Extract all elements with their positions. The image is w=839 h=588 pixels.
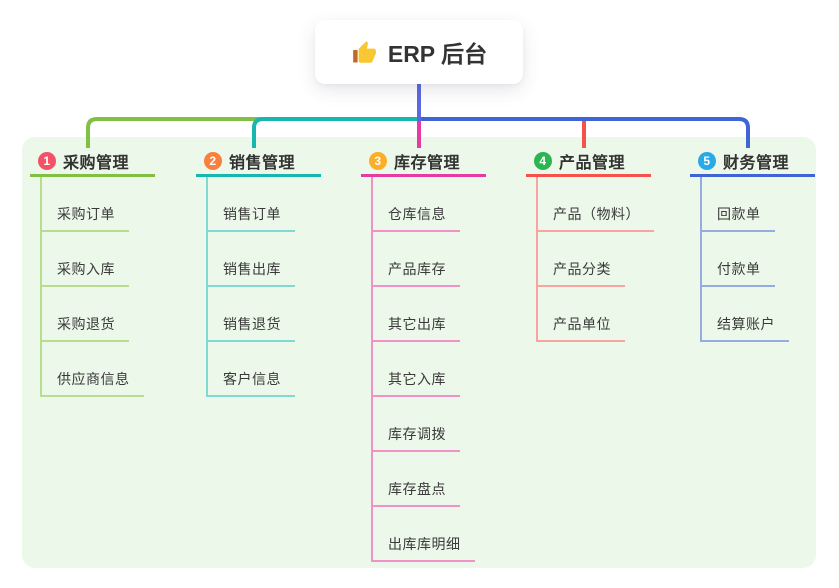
branch-5: 5 财务管理回款单付款单结算账户 — [690, 148, 839, 342]
child-node-label: 销售退货 — [223, 316, 281, 332]
child-node-label: 销售订单 — [223, 206, 281, 222]
branch-3: 3 库存管理仓库信息产品库存其它出库其它入库库存调拨库存盘点出库库明细 — [361, 148, 526, 562]
child-node[interactable]: 库存调拨 — [371, 397, 460, 452]
child-node[interactable]: 销售出库 — [206, 232, 295, 287]
branch-number-badge: 2 — [204, 152, 222, 170]
child-node-label: 库存盘点 — [388, 481, 446, 497]
child-node-label: 供应商信息 — [57, 371, 130, 387]
child-node[interactable]: 客户信息 — [206, 342, 295, 397]
child-node[interactable]: 销售订单 — [206, 177, 295, 232]
branch-title[interactable]: 4 产品管理 — [526, 148, 651, 177]
child-connector-line — [536, 177, 538, 340]
child-node-label: 采购订单 — [57, 206, 115, 222]
branch-children: 仓库信息产品库存其它出库其它入库库存调拨库存盘点出库库明细 — [361, 177, 526, 562]
child-node[interactable]: 回款单 — [700, 177, 775, 232]
child-node-label: 产品分类 — [553, 261, 611, 277]
branch-children: 采购订单采购入库采购退货供应商信息 — [30, 177, 195, 397]
branch-children: 产品（物料） 产品分类产品单位 — [526, 177, 691, 342]
child-node[interactable]: 产品库存 — [371, 232, 460, 287]
child-node-label: 回款单 — [717, 206, 761, 222]
branch-title-label: 库存管理 — [394, 155, 461, 172]
branch-1: 1 采购管理采购订单采购入库采购退货供应商信息 — [30, 148, 195, 397]
child-node-label: 其它入库 — [388, 371, 446, 387]
child-node[interactable]: 库存盘点 — [371, 452, 460, 507]
child-connector-line — [206, 177, 208, 395]
child-node-label: 产品（物料） — [553, 206, 640, 222]
thumbs-up-icon — [353, 41, 376, 63]
root-node-label: ERP 后台 — [387, 41, 488, 67]
child-node[interactable]: 产品分类 — [536, 232, 625, 287]
root-node[interactable]: ERP 后台 — [315, 20, 523, 84]
child-node-label: 出库库明细 — [388, 536, 461, 552]
child-connector-line — [371, 177, 373, 560]
branch-title[interactable]: 1 采购管理 — [30, 148, 155, 177]
child-node[interactable]: 其它入库 — [371, 342, 460, 397]
child-node-label: 采购入库 — [57, 261, 115, 277]
child-node[interactable]: 采购入库 — [40, 232, 129, 287]
child-node[interactable]: 结算账户 — [700, 287, 789, 342]
branch-number-badge: 5 — [698, 152, 716, 170]
child-node[interactable]: 出库库明细 — [371, 507, 475, 562]
child-node[interactable]: 采购订单 — [40, 177, 129, 232]
branch-title-label: 产品管理 — [559, 155, 626, 172]
child-node[interactable]: 销售退货 — [206, 287, 295, 342]
branch-title-label: 财务管理 — [723, 155, 790, 172]
child-node-label: 仓库信息 — [388, 206, 446, 222]
child-node-label: 客户信息 — [223, 371, 281, 387]
child-node-label: 产品单位 — [553, 316, 611, 332]
branch-number-badge: 4 — [534, 152, 552, 170]
child-node-label: 其它出库 — [388, 316, 446, 332]
branch-children: 回款单付款单结算账户 — [690, 177, 839, 342]
branch-2: 2 销售管理销售订单销售出库销售退货客户信息 — [196, 148, 361, 397]
branches-panel — [22, 137, 816, 568]
child-node[interactable]: 产品（物料） — [536, 177, 654, 232]
branch-4: 4 产品管理产品（物料） 产品分类产品单位 — [526, 148, 691, 342]
child-node-label: 结算账户 — [717, 316, 775, 332]
branch-title[interactable]: 2 销售管理 — [196, 148, 321, 177]
branch-number-badge: 1 — [38, 152, 56, 170]
child-node-label: 产品库存 — [388, 261, 446, 277]
child-node-label: 付款单 — [717, 261, 761, 277]
branch-children: 销售订单销售出库销售退货客户信息 — [196, 177, 361, 397]
child-node[interactable]: 采购退货 — [40, 287, 129, 342]
child-node[interactable]: 付款单 — [700, 232, 775, 287]
branch-title[interactable]: 3 库存管理 — [361, 148, 486, 177]
branch-title-label: 采购管理 — [63, 155, 130, 172]
child-connector-line — [40, 177, 42, 395]
branch-number-badge: 3 — [369, 152, 387, 170]
child-node[interactable]: 供应商信息 — [40, 342, 144, 397]
child-node-label: 采购退货 — [57, 316, 115, 332]
child-node-label: 库存调拨 — [388, 426, 446, 442]
child-node[interactable]: 产品单位 — [536, 287, 625, 342]
child-node[interactable]: 仓库信息 — [371, 177, 460, 232]
child-connector-line — [700, 177, 702, 340]
child-node-label: 销售出库 — [223, 261, 281, 277]
child-node[interactable]: 其它出库 — [371, 287, 460, 342]
branch-title-label: 销售管理 — [229, 155, 296, 172]
branch-title[interactable]: 5 财务管理 — [690, 148, 815, 177]
